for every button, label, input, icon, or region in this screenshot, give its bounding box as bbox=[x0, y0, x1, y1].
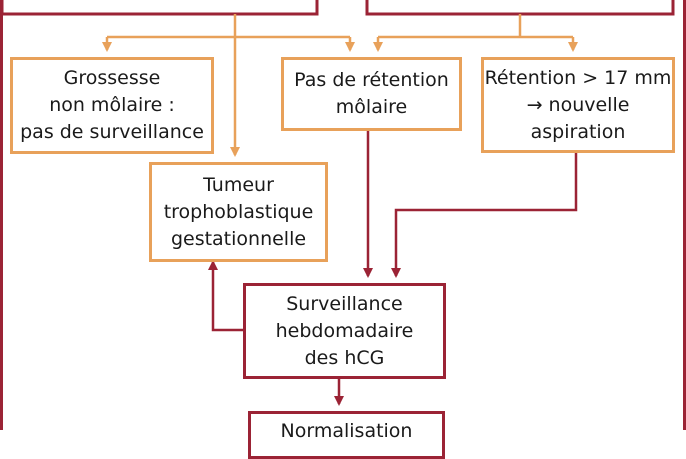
top-left-box-edge bbox=[0, 0, 319, 16]
node-pas-de-retention: Pas de rétention môlaire bbox=[281, 57, 462, 131]
node-line: Surveillance bbox=[286, 292, 403, 315]
node-line: Grossesse bbox=[63, 67, 161, 89]
node-line: Pas de rétention bbox=[294, 69, 449, 91]
node-line: Normalisation bbox=[280, 420, 413, 442]
top-right-box-edge bbox=[365, 0, 675, 16]
node-line: trophoblastique bbox=[163, 200, 314, 223]
node-line: non môlaire : bbox=[49, 94, 175, 116]
node-retention: Rétention > 17 mm → nouvelle aspiration bbox=[481, 57, 675, 153]
node-line: aspiration bbox=[530, 120, 626, 143]
node-surveillance: Surveillance hebdomadaire des hCG bbox=[243, 283, 446, 379]
node-tumeur: Tumeur trophoblastique gestationnelle bbox=[149, 162, 328, 262]
node-line: Rétention > 17 mm bbox=[484, 66, 672, 89]
arrow-surveillance-to-tumeur bbox=[208, 260, 243, 332]
node-line: Tumeur bbox=[203, 173, 274, 196]
connector-lines bbox=[0, 0, 675, 406]
node-line: pas de surveillance bbox=[20, 121, 204, 143]
node-line: gestationnelle bbox=[170, 227, 307, 250]
node-line: des hCG bbox=[304, 346, 385, 369]
node-line: → nouvelle bbox=[526, 93, 630, 116]
node-line: môlaire bbox=[335, 96, 408, 118]
arrow-retention-to-surveillance bbox=[391, 152, 578, 278]
node-line: hebdomadaire bbox=[275, 319, 414, 342]
node-grossesse-non-molaire: Grossesse non môlaire : pas de surveilla… bbox=[10, 57, 214, 154]
node-normalisation: Normalisation bbox=[248, 411, 445, 459]
